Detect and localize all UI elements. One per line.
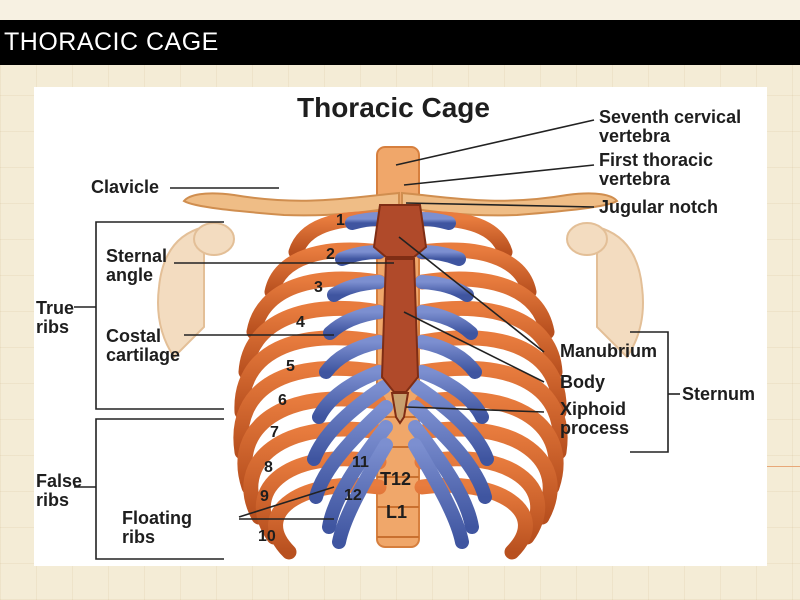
rib-number: 3: [314, 279, 323, 296]
figure-title: Thoracic Cage: [297, 92, 490, 123]
rib-number: 12: [344, 487, 362, 504]
label-clavicle: Clavicle: [91, 177, 160, 197]
rib-number: 4: [296, 314, 305, 331]
decorative-line: [735, 466, 800, 467]
label-manubrium: Manubrium: [560, 341, 657, 361]
rib-number: 7: [270, 424, 279, 441]
label-xiphoid-process: Xiphoid process: [560, 399, 630, 438]
label-l1: L1: [386, 502, 408, 522]
label-seventh-cervical-vertebra: Seventh cervical vertebra: [599, 107, 742, 146]
label-t12: T12: [380, 469, 412, 489]
thoracic-cage-illustration: [74, 119, 680, 560]
slide-title: THORACIC CAGE: [0, 20, 800, 65]
leader-lines: [74, 119, 680, 560]
sternum: [372, 204, 428, 425]
rib-number: 6: [278, 392, 287, 409]
label-jugular-notch: Jugular notch: [599, 197, 719, 217]
label-costal-cartilage: Costal cartilage: [106, 326, 181, 365]
label-sternum: Sternum: [682, 384, 756, 404]
label-true-ribs: True ribs: [36, 298, 75, 337]
rib-number: 9: [260, 488, 269, 505]
top-strip: [0, 0, 800, 20]
label-sternal-angle: Sternal angle: [106, 246, 168, 285]
label-false-ribs: False ribs: [36, 471, 83, 510]
thoracic-cage-figure: Thoracic Cage Seventh cervical vertebra …: [34, 87, 767, 566]
rib-number: 10: [258, 528, 276, 545]
rib-number: 5: [286, 358, 295, 375]
rib-number: 1: [336, 212, 345, 229]
label-body: Body: [560, 372, 605, 392]
rib-number: 8: [264, 459, 273, 476]
shoulder-bones: [157, 222, 644, 359]
rib-number: 2: [326, 246, 335, 263]
clavicles: [182, 191, 619, 217]
label-floating-ribs: Floating ribs: [122, 508, 192, 547]
rib-number: 11: [352, 454, 369, 471]
ribs-left: [233, 211, 393, 560]
ribs-right: [408, 211, 568, 560]
label-first-thoracic-vertebra: First thoracic vertebra: [599, 150, 714, 189]
